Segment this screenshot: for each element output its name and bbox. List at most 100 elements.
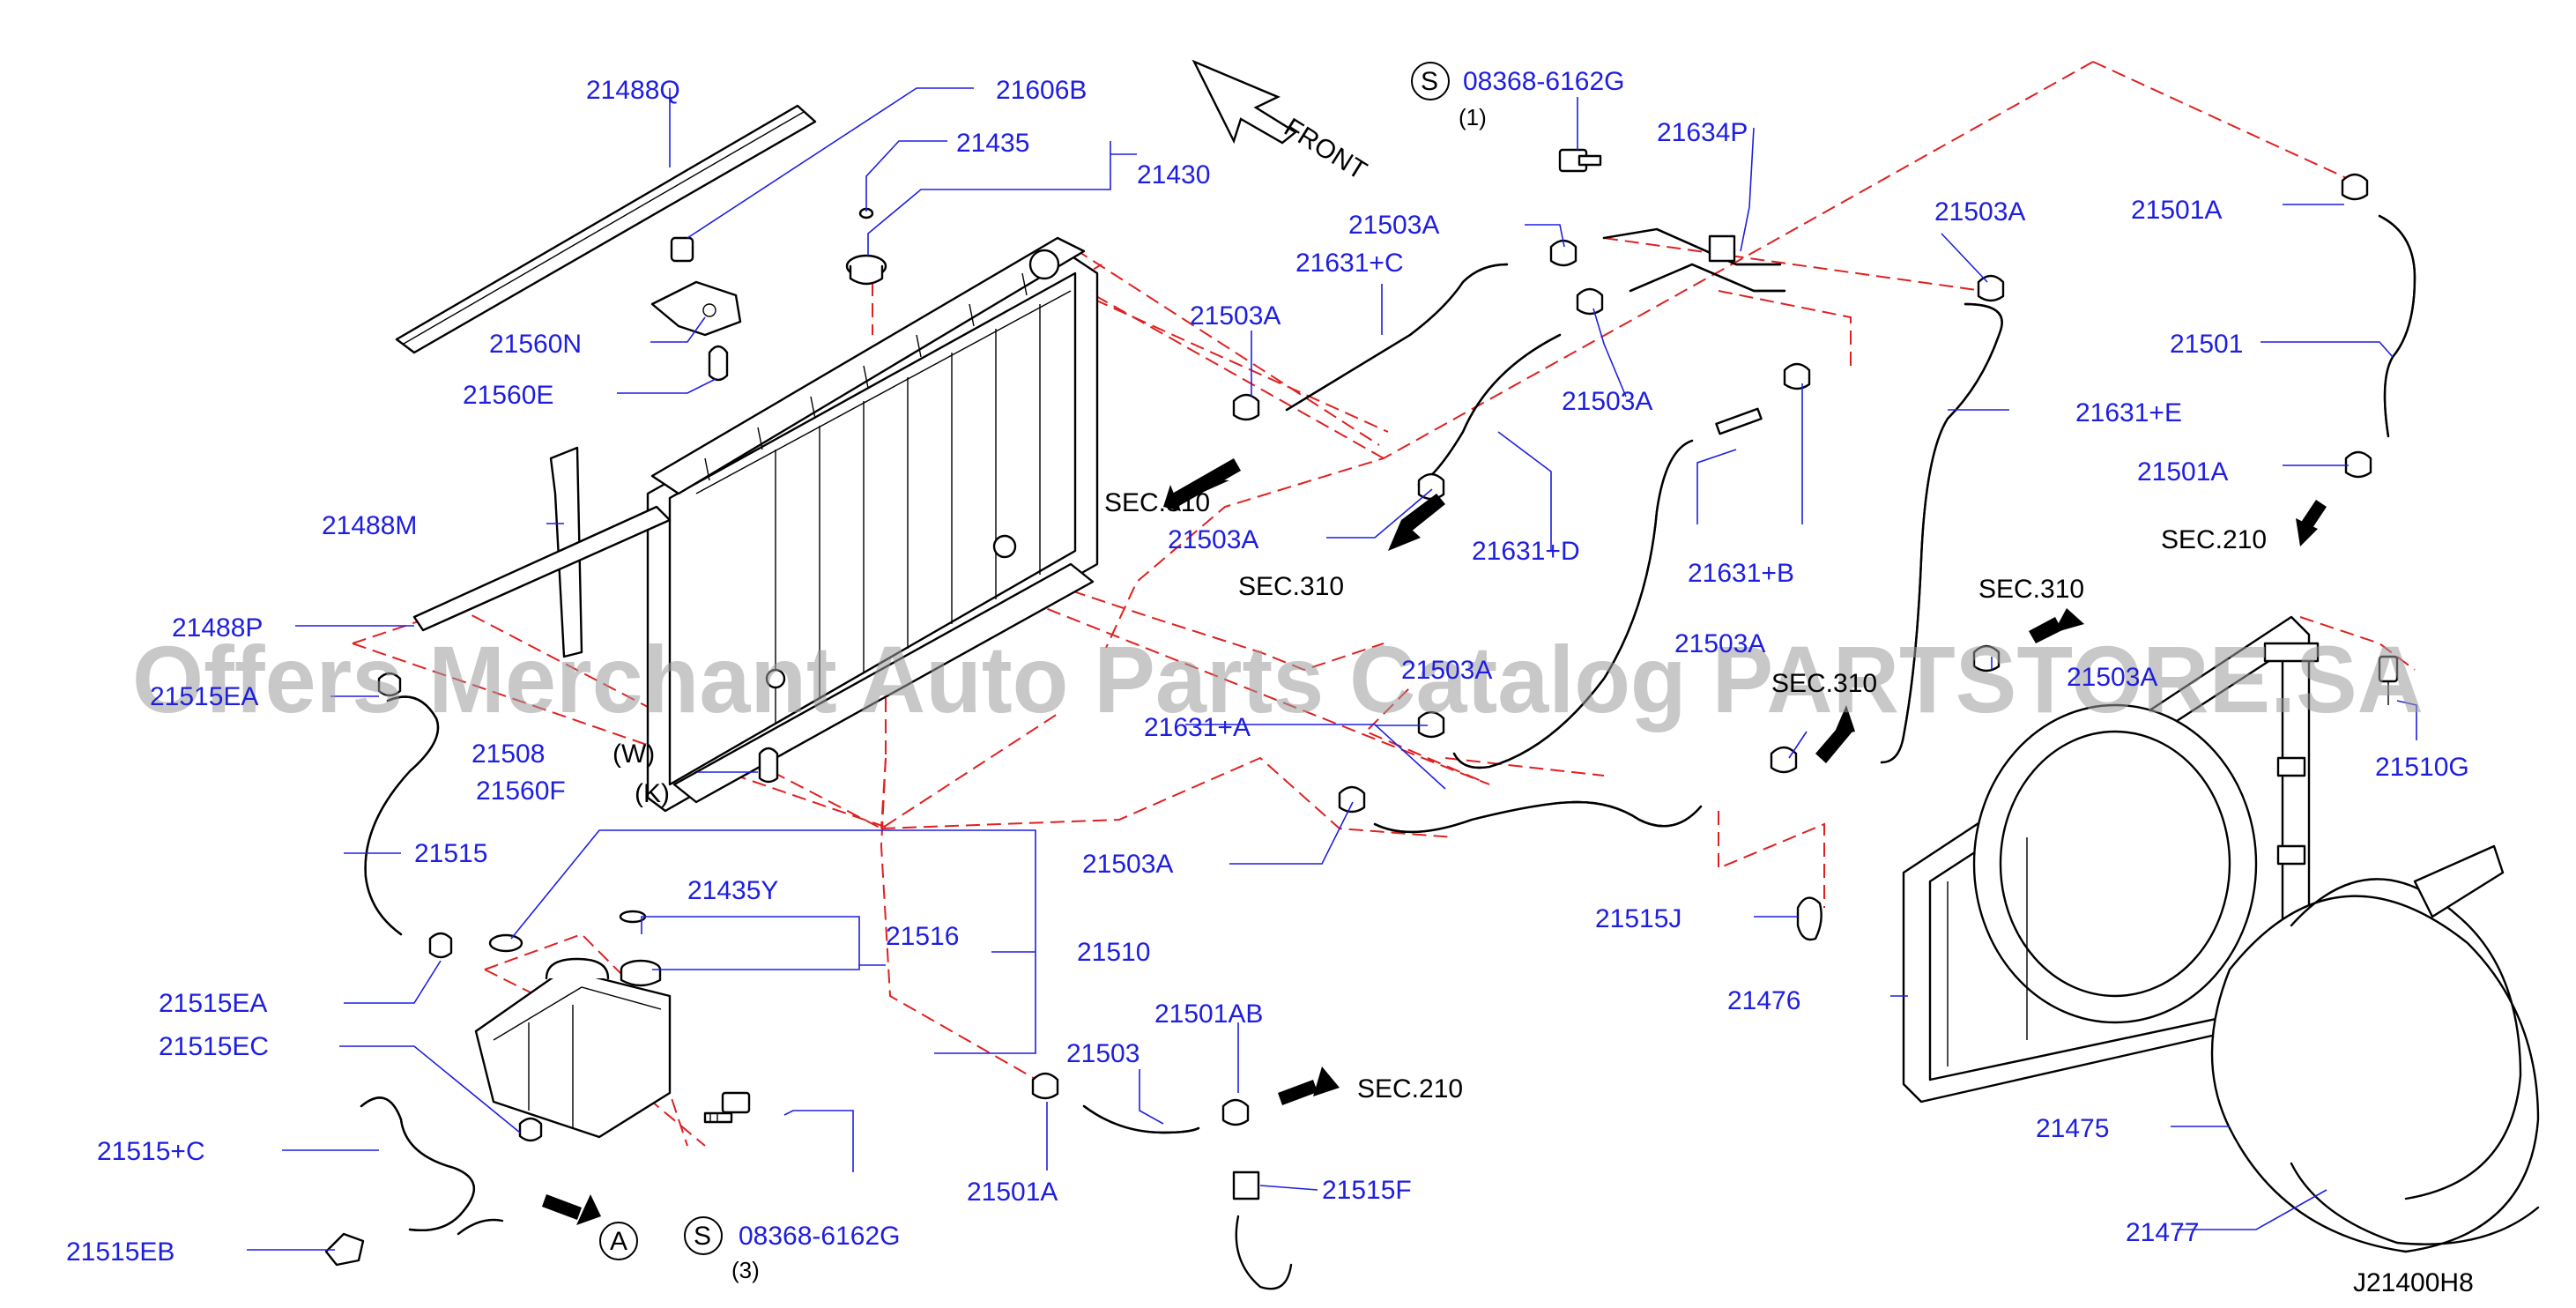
part-label-21503A-2[interactable]: 21503A xyxy=(1190,301,1281,331)
clip-21515EC xyxy=(518,1117,543,1142)
clamp-21501AB xyxy=(1221,1098,1250,1126)
part-label-21560E[interactable]: 21560E xyxy=(463,381,553,410)
bracket-21560N xyxy=(650,236,742,337)
bolt-qty-bottom: (3) xyxy=(731,1257,760,1283)
radiator-cap-21430 xyxy=(845,207,887,286)
bolt-08368-top xyxy=(1558,148,1602,173)
part-label-21475[interactable]: 21475 xyxy=(2036,1114,2109,1143)
hose-21501 xyxy=(2378,214,2416,438)
part-label-21515J[interactable]: 21515J xyxy=(1595,904,1681,933)
front-arrow-icon xyxy=(1191,59,1298,145)
ref-marker-a[interactable]: A xyxy=(599,1222,638,1260)
part-label-21503A-5[interactable]: 21503A xyxy=(1401,656,1492,685)
bolt-21510G xyxy=(2378,655,2399,705)
bushing-21560E xyxy=(708,345,729,382)
part-labels: 21488Q 21606B 21435 21430 21560N 21560E … xyxy=(66,76,2469,1267)
part-label-21631B[interactable]: 21631+B xyxy=(1688,559,1794,588)
part-label-21631D[interactable]: 21631+D xyxy=(1472,537,1580,566)
part-label-21503A-8[interactable]: 21503A xyxy=(1674,629,1765,658)
part-label-21503A-3[interactable]: 21503A xyxy=(1562,387,1652,416)
part-label-21634P[interactable]: 21634P xyxy=(1657,118,1748,147)
bolt-callout-top[interactable]: S 08368-6162G (1) xyxy=(1411,62,1625,150)
part-label-21476[interactable]: 21476 xyxy=(1727,986,1800,1015)
watermark: Offers Merchant Auto Parts Catalog PARTS… xyxy=(132,626,2424,732)
part-label-21515EB[interactable]: 21515EB xyxy=(66,1237,174,1267)
bolt-08368-bottom xyxy=(703,1091,751,1124)
bolt-callout-bottom[interactable]: S 08368-6162G (3) xyxy=(684,1216,901,1283)
part-label-21560F[interactable]: 21560F xyxy=(476,777,566,806)
section-refs: SEC.310 SEC.310 SEC.310 SEC.310 SEC.210 … xyxy=(1104,488,2267,1104)
part-label-21515EC[interactable]: 21515EC xyxy=(159,1032,269,1061)
part-label-21501AB[interactable]: 21501AB xyxy=(1154,1000,1263,1029)
part-label-21501A-1[interactable]: 21501A xyxy=(2131,196,2222,225)
section-ref-210-a[interactable]: SEC.210 xyxy=(2161,525,2267,554)
part-label-21488Q[interactable]: 21488Q xyxy=(586,76,680,105)
seal-strip-21488P xyxy=(412,505,672,632)
part-label-21631A[interactable]: 21631+A xyxy=(1144,713,1251,742)
clamp-21501A-bottom xyxy=(1031,1072,1059,1100)
part-label-21508[interactable]: 21508 xyxy=(471,739,545,769)
part-label-21510[interactable]: 21510 xyxy=(1077,938,1150,967)
reservoir-tank-21510 xyxy=(474,910,672,1139)
section-ref-310-c[interactable]: SEC.310 xyxy=(1978,575,2084,604)
part-label-21515[interactable]: 21515 xyxy=(414,839,487,868)
part-label-21435Y[interactable]: 21435Y xyxy=(687,876,778,905)
drain-plug-21508 xyxy=(758,747,779,784)
s-symbol-bottom: S xyxy=(694,1222,711,1251)
hose-21631E xyxy=(1880,302,2003,764)
part-label-21631E[interactable]: 21631+E xyxy=(2075,398,2182,427)
part-label-21430[interactable]: 21430 xyxy=(1137,160,1210,190)
front-label: FRONT xyxy=(1279,113,1371,186)
ref-marker-letter: A xyxy=(610,1227,627,1256)
variant-w: (W) xyxy=(612,739,655,769)
part-label-21560N[interactable]: 21560N xyxy=(489,330,582,359)
part-label-21631C[interactable]: 21631+C xyxy=(1295,249,1404,278)
clip-21515EA xyxy=(377,672,453,959)
part-label-21477[interactable]: 21477 xyxy=(2126,1218,2199,1247)
part-label-21606B[interactable]: 21606B xyxy=(996,76,1087,105)
bolt-number-bottom: 08368-6162G xyxy=(739,1222,901,1251)
clamps-21503A xyxy=(1232,173,2372,814)
part-label-21515EA-top[interactable]: 21515EA xyxy=(150,682,258,711)
part-label-21515F[interactable]: 21515F xyxy=(1322,1176,1412,1205)
part-label-21488P[interactable]: 21488P xyxy=(172,613,263,643)
clip-21515J xyxy=(1796,896,1823,941)
section-ref-310-d[interactable]: SEC.310 xyxy=(1771,669,1877,698)
bolt-qty-top: (1) xyxy=(1459,104,1487,130)
part-label-21503A-4[interactable]: 21503A xyxy=(1168,525,1258,554)
section-ref-310-b[interactable]: SEC.310 xyxy=(1238,572,1344,601)
part-label-21503A-9[interactable]: 21503A xyxy=(2067,663,2157,692)
section-ref-310-a[interactable]: SEC.310 xyxy=(1104,488,1210,517)
seal-strip-21488Q xyxy=(395,104,817,354)
part-label-21503[interactable]: 21503 xyxy=(1066,1039,1140,1068)
part-label-21515EA[interactable]: 21515EA xyxy=(159,989,267,1018)
hose-21515 xyxy=(364,695,440,936)
part-label-21488M[interactable]: 21488M xyxy=(322,511,417,540)
part-label-21503A-1[interactable]: 21503A xyxy=(1348,211,1439,240)
part-label-21515C[interactable]: 21515+C xyxy=(97,1137,205,1166)
part-label-21516[interactable]: 21516 xyxy=(886,922,959,951)
part-label-21501A-2[interactable]: 21501A xyxy=(2137,457,2228,487)
direction-arrows xyxy=(542,458,2327,1225)
part-label-21503A-7[interactable]: 21503A xyxy=(1934,197,2025,227)
fan-shroud-ring-21475 xyxy=(2210,844,2540,1253)
hose-21631A xyxy=(1373,800,1703,834)
clip-21515EB xyxy=(324,1232,365,1267)
leader-lines xyxy=(247,87,2417,1251)
pipe-21634P xyxy=(1602,227,1786,293)
diagram-code: J21400H8 xyxy=(2353,1268,2474,1297)
part-label-21510G[interactable]: 21510G xyxy=(2375,753,2469,782)
clip-21515F xyxy=(1232,1171,1293,1290)
radiator-21460 xyxy=(646,236,1099,813)
hose-21515C xyxy=(360,1096,504,1236)
variant-k: (K) xyxy=(635,779,670,808)
part-label-21501[interactable]: 21501 xyxy=(2170,330,2243,359)
bolt-number-top: 08368-6162G xyxy=(1463,67,1625,96)
part-label-21501A-bottom[interactable]: 21501A xyxy=(967,1178,1058,1207)
hose-21503 xyxy=(1082,1104,1200,1134)
part-label-21503A-6[interactable]: 21503A xyxy=(1082,850,1173,879)
s-symbol-top: S xyxy=(1421,67,1438,96)
section-ref-210-b[interactable]: SEC.210 xyxy=(1357,1074,1463,1104)
part-label-21435[interactable]: 21435 xyxy=(956,129,1029,158)
